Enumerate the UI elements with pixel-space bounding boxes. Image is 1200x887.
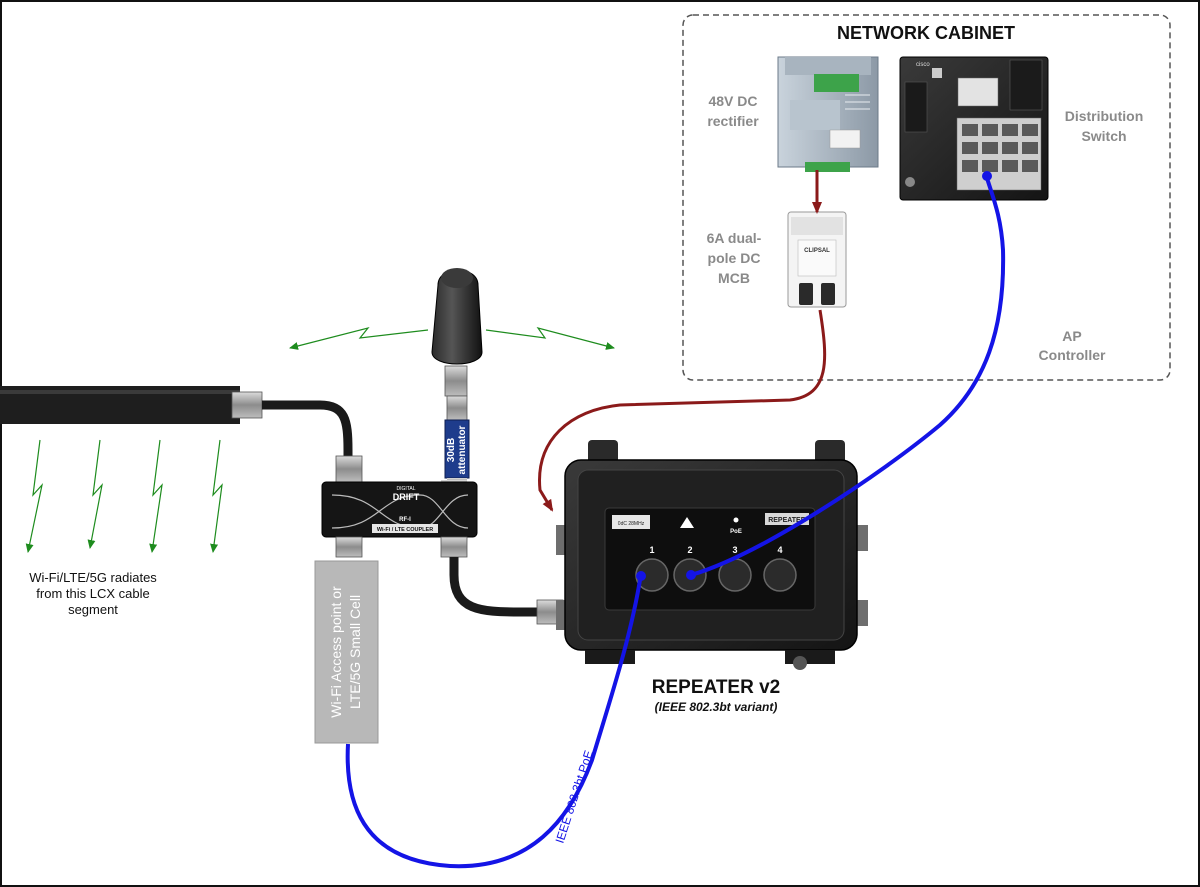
network-cabinet: NETWORK CABINET 48V DC rectifier CLIPSAL… [682,14,1171,381]
repeater-plate: REPEATER [768,517,806,524]
repeater-subtitle: (IEEE 802.3bt variant) [655,700,778,714]
distribution-switch [899,56,1049,201]
poe-cable-end-switch [982,171,992,181]
lcx-radiates-label-line1: Wi-Fi/LTE/5G radiates [29,570,157,585]
mcb-label-line1: 6A dual- [707,230,762,246]
access-point-label-line1: Wi-Fi Access point or [328,586,344,718]
coupler-brand-top: DIGITAL [396,486,415,492]
coupler [321,455,478,558]
coupler-rf-mark: RF-I [399,517,411,523]
lcx-cable [0,386,263,424]
poe-cable-ap-to-repeater [345,579,642,869]
coupler-model: Wi-Fi / LTE COUPLER [377,527,433,533]
coupler-brand-name: DRIFT [393,492,420,502]
antenna-radiation-arrows [289,326,615,350]
power-cable-mcb-to-repeater [538,309,827,512]
poe-cable-repeater-to-switch [690,177,1006,577]
rectifier-label-line2: rectifier [707,113,759,129]
rectifier-unit [777,56,879,172]
mcb-breaker: CLIPSAL [787,211,847,308]
switch-brand-mark: cisco [916,62,930,68]
attenuator-label-line1: 30dB [446,438,457,462]
svg-text:CLIPSAL: CLIPSAL [804,248,830,254]
repeater-port-3: 3 [732,545,737,555]
repeater-title: REPEATER v2 [652,677,780,698]
attenuator [444,395,470,486]
ap-controller-label-line1: AP [1062,328,1081,344]
antenna [431,268,483,397]
repeater-enclosure [556,440,868,670]
mcb-label-line2: pole DC [708,250,761,266]
switch-label-line1: Distribution [1065,108,1144,124]
switch-label-line2: Switch [1081,128,1126,144]
lcx-to-coupler-cable [262,400,353,460]
lcx-radiates-label-line2: from this LCX cable [36,586,149,601]
radiation-arrows [25,439,223,553]
coupler-model-plate [372,524,438,533]
mcb-label-line3: MCB [718,270,750,286]
repeater-port-4: 4 [777,545,782,555]
poe-cable-label: IEEE 802.3bt PoE [553,749,596,845]
access-point-box [314,560,379,744]
ap-controller-label-line2: Controller [1039,347,1106,363]
repeater-poe-tag: PoE [730,529,742,535]
repeater-sticker: 0dC 28MHz [618,521,645,527]
cabinet-title: NETWORK CABINET [837,23,1015,43]
repeater-port-2: 2 [687,545,692,555]
attenuator-label-line2: attenuator [457,425,468,474]
lcx-radiates-label-line3: segment [68,602,118,617]
poe-cable-end-port2 [686,570,696,580]
rectifier-label-line1: 48V DC [708,93,757,109]
access-point-label-line2: LTE/5G Small Cell [347,595,363,709]
coupler-to-repeater-cable [449,557,545,617]
repeater-port-1: 1 [649,545,654,555]
poe-cable-end-port1 [636,571,646,581]
cabinet-border [682,14,1171,381]
